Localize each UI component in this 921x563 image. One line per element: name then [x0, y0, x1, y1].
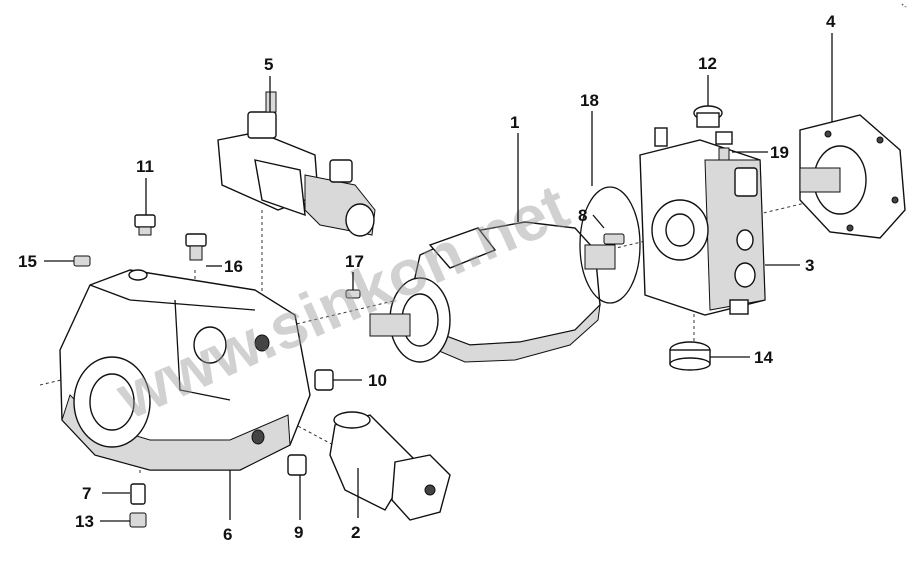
part-label-17: 17	[345, 252, 364, 271]
corner-mark: ᐩ-	[901, 2, 907, 11]
pin-part-7	[130, 483, 146, 505]
plug-part-10	[314, 369, 334, 391]
part-label-7: 7	[82, 484, 91, 503]
part-label-10: 10	[368, 371, 387, 390]
plug-part-9	[287, 454, 307, 476]
part-label-15: 15	[18, 252, 37, 271]
part-label-13: 13	[75, 512, 94, 531]
pin-part-8	[603, 233, 625, 245]
cylinder-part	[329, 411, 451, 521]
nut-part-13	[129, 512, 147, 528]
plug-part-12	[693, 105, 723, 128]
screw-part-15	[73, 255, 91, 267]
pump-body-part	[369, 221, 616, 363]
part-label-2: 2	[351, 523, 360, 542]
part-label-1: 1	[510, 113, 519, 132]
control-block-part	[639, 127, 766, 316]
part-label-6: 6	[223, 525, 232, 544]
part-label-5: 5	[264, 55, 273, 74]
cap-part-14	[669, 341, 711, 371]
part-label-11: 11	[136, 157, 154, 176]
part-label-3: 3	[805, 256, 814, 275]
leader-lines	[44, 33, 833, 522]
plug-part-19	[715, 131, 733, 161]
part-label-14: 14	[754, 348, 773, 367]
part-label-12: 12	[698, 54, 717, 73]
part-label-18: 18	[580, 91, 599, 110]
plug-part-11	[134, 214, 156, 236]
part-label-4: 4	[826, 12, 836, 31]
gasket-part	[579, 186, 641, 304]
plug-part-16	[185, 233, 207, 261]
part-label-9: 9	[294, 523, 303, 542]
solenoid-valve-part	[217, 91, 376, 237]
end-flange-part	[799, 114, 906, 239]
pump-housing-part	[59, 269, 311, 471]
part-label-16: 16	[224, 257, 243, 276]
part-label-8: 8	[578, 206, 587, 225]
part-label-19: 19	[770, 143, 789, 162]
part-labels: 1 2 3 4 5 6 7 8 9 10 11 12 13 14 15 16 1…	[18, 12, 836, 544]
